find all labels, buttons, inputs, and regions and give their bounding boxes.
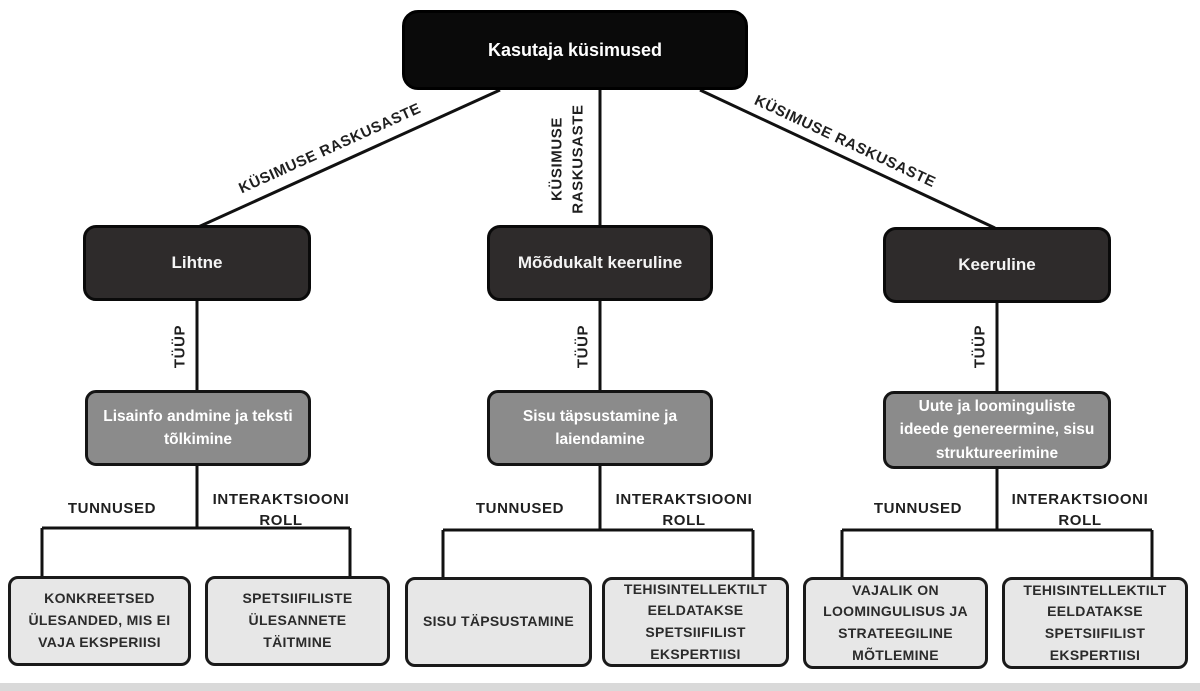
branch-tree-3 [840,469,1154,577]
edge-label-interaktsiooni-roll-2: INTERAKTSIOONI ROLL [615,491,753,529]
leaf-roll-moodukalt: TEHISINTELLEKTILT EELDATAKSE SPETSIIFILI… [602,577,789,667]
node-type-uute-ideede: Uute ja loominguliste ideede genereermin… [883,391,1111,469]
leaf-tunnused-moodukalt-label: SISU TÄPSUSTAMINE [422,613,575,630]
bottom-divider [0,683,1200,691]
node-moodukalt-keeruline-label: Mõõdukalt keeruline [517,252,683,272]
node-lihtne: Lihtne [83,225,311,301]
leaf-tunnused-keeruline: VAJALIK ON LOOMINGULISUS JA STRATEEGILIN… [803,577,988,669]
leaf-tunnused-keeruline-label: VAJALIK ON LOOMINGULISUS JA STRATEEGILIN… [823,581,968,663]
edge-label-tyyp-3: TÜÜP [971,324,989,369]
node-type-sisu: Sisu täpsustamine ja laiendamine [487,390,713,466]
branch-tree-1 [40,466,352,576]
edge-label-tyyp-1: TÜÜP [171,324,189,369]
edge-label-tunnused-1: TUNNUSED [67,500,157,517]
node-type-uute-ideede-label: Uute ja loominguliste ideede genereermin… [899,398,1095,462]
leaf-roll-lihtne: SPETSIIFILISTE ÜLESANNETE TÄITMINE [205,576,390,666]
edge-label-difficulty-middle: KÜSIMUSE RASKUSASTE [548,104,587,214]
edge-label-tunnused-2: TUNNUSED [475,500,565,517]
leaf-roll-keeruline: TEHISINTELLEKTILT EELDATAKSE SPETSIIFILI… [1002,577,1188,669]
node-lihtne-label: Lihtne [171,252,223,272]
node-type-lisainfo: Lisainfo andmine ja teksti tõlkimine [85,390,311,466]
leaf-tunnused-lihtne-label: KONKREETSED ÜLESANDED, MIS EI VAJA EKSPE… [28,590,171,650]
branch-tree-2 [441,466,755,577]
leaf-tunnused-moodukalt: SISU TÄPSUSTAMINE [405,577,592,667]
edge-root-keeruline [699,88,996,230]
leaf-roll-lihtne-label: SPETSIIFILISTE ÜLESANNETE TÄITMINE [242,590,353,650]
node-type-lisainfo-label: Lisainfo andmine ja teksti tõlkimine [103,407,293,448]
leaf-tunnused-lihtne: KONKREETSED ÜLESANDED, MIS EI VAJA EKSPE… [8,576,191,666]
node-root: Kasutaja küsimused [402,10,748,90]
leaf-roll-moodukalt-label: TEHISINTELLEKTILT EELDATAKSE SPETSIIFILI… [623,580,768,662]
edge-label-tunnused-3: TUNNUSED [873,500,963,517]
node-keeruline: Keeruline [883,227,1111,303]
edge-label-tyyp-2: TÜÜP [574,324,592,369]
edge-label-interaktsiooni-roll-3: INTERAKTSIOONI ROLL [1011,491,1149,529]
node-keeruline-label: Keeruline [958,254,1036,274]
node-moodukalt-keeruline: Mõõdukalt keeruline [487,225,713,301]
edge-label-interaktsiooni-roll-1: INTERAKTSIOONI ROLL [212,491,350,529]
node-root-label: Kasutaja küsimused [487,39,663,60]
leaf-roll-keeruline-label: TEHISINTELLEKTILT EELDATAKSE SPETSIIFILI… [1023,581,1167,663]
edge-root-lihtne [195,88,501,230]
node-type-sisu-label: Sisu täpsustamine ja laiendamine [522,407,678,448]
